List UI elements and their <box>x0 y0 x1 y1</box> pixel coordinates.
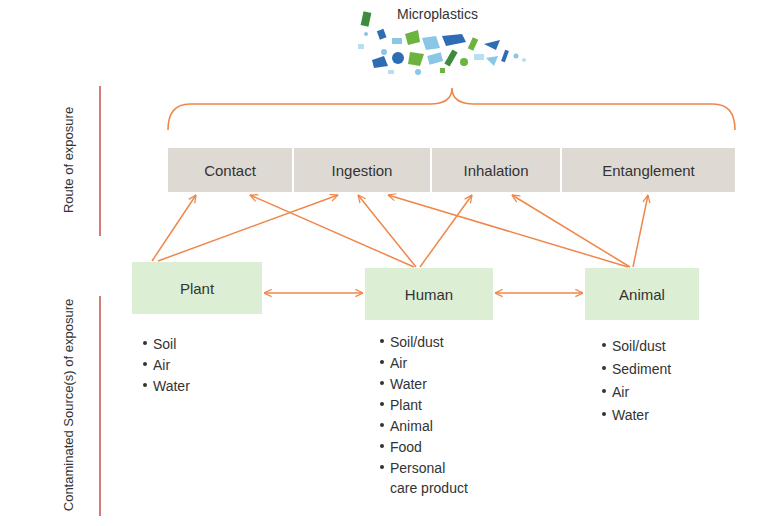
connector-arrow <box>633 195 648 267</box>
source-item: Water <box>612 405 649 425</box>
box-label: Contact <box>204 162 256 179</box>
list-item: Water <box>380 374 427 394</box>
section-label: Contaminated Source(s) of exposure <box>61 299 76 511</box>
title-label: Microplastics <box>397 6 478 22</box>
connector-arrow <box>250 195 414 267</box>
list-item: Soil/dust <box>602 336 666 356</box>
source-item: Air <box>612 382 629 402</box>
source-item: Water <box>390 374 427 394</box>
list-item: Soil <box>143 334 176 354</box>
source-box: Human <box>365 268 493 320</box>
list-item: Water <box>143 376 190 396</box>
bullet-dot <box>380 444 384 448</box>
connector-arrow <box>158 195 338 261</box>
source-box: Plant <box>132 262 262 314</box>
source-item: Personal care product <box>390 458 476 498</box>
source-item: Soil <box>153 334 176 354</box>
section-rule <box>99 86 101 236</box>
bullet-dot <box>380 360 384 364</box>
route-box: Contact <box>168 148 292 192</box>
list-item: Air <box>380 353 407 373</box>
source-item: Air <box>390 353 407 373</box>
source-item: Food <box>390 437 422 457</box>
bullet-dot <box>380 423 384 427</box>
route-box: Ingestion <box>294 148 430 192</box>
list-item: Personal care product <box>380 458 476 498</box>
connector-arrow <box>420 195 472 267</box>
source-item: Animal <box>390 416 433 436</box>
box-label: Ingestion <box>332 162 393 179</box>
source-item: Plant <box>390 395 422 415</box>
connector-arrow <box>512 195 630 267</box>
curly-bracket <box>168 88 735 130</box>
list-item: Air <box>602 382 629 402</box>
source-item: Soil/dust <box>612 336 666 356</box>
list-item: Sediment <box>602 359 671 379</box>
connector-arrow <box>152 195 196 261</box>
connector-arrow <box>264 292 363 294</box>
list-item: Air <box>143 355 170 375</box>
box-label: Human <box>405 286 453 303</box>
bullet-dot <box>602 343 606 347</box>
box-label: Inhalation <box>463 162 528 179</box>
box-label: Plant <box>180 280 214 297</box>
list-item: Plant <box>380 395 422 415</box>
source-item: Sediment <box>612 359 671 379</box>
bullet-dot <box>143 383 147 387</box>
list-item: Food <box>380 437 422 457</box>
bullet-dot <box>602 412 606 416</box>
section-rule <box>99 296 101 516</box>
connector-arrow <box>358 195 416 267</box>
source-item: Water <box>153 376 190 396</box>
bullet-dot <box>602 389 606 393</box>
bullet-dot <box>602 366 606 370</box>
bullet-dot <box>380 465 384 469</box>
source-box: Animal <box>585 268 699 320</box>
list-item: Water <box>602 405 649 425</box>
bullet-dot <box>143 341 147 345</box>
route-box: Entanglement <box>562 148 735 192</box>
source-item: Air <box>153 355 170 375</box>
box-label: Entanglement <box>602 162 695 179</box>
source-item: Soil/dust <box>390 332 444 352</box>
section-label: Route of exposure <box>61 107 76 213</box>
bullet-dot <box>380 381 384 385</box>
bullet-dot <box>380 402 384 406</box>
connector-arrow <box>495 292 583 294</box>
bullet-dot <box>143 362 147 366</box>
route-box: Inhalation <box>432 148 560 192</box>
bullet-dot <box>380 339 384 343</box>
list-item: Animal <box>380 416 433 436</box>
list-item: Soil/dust <box>380 332 444 352</box>
connector-arrow <box>388 195 628 267</box>
box-label: Animal <box>619 286 665 303</box>
